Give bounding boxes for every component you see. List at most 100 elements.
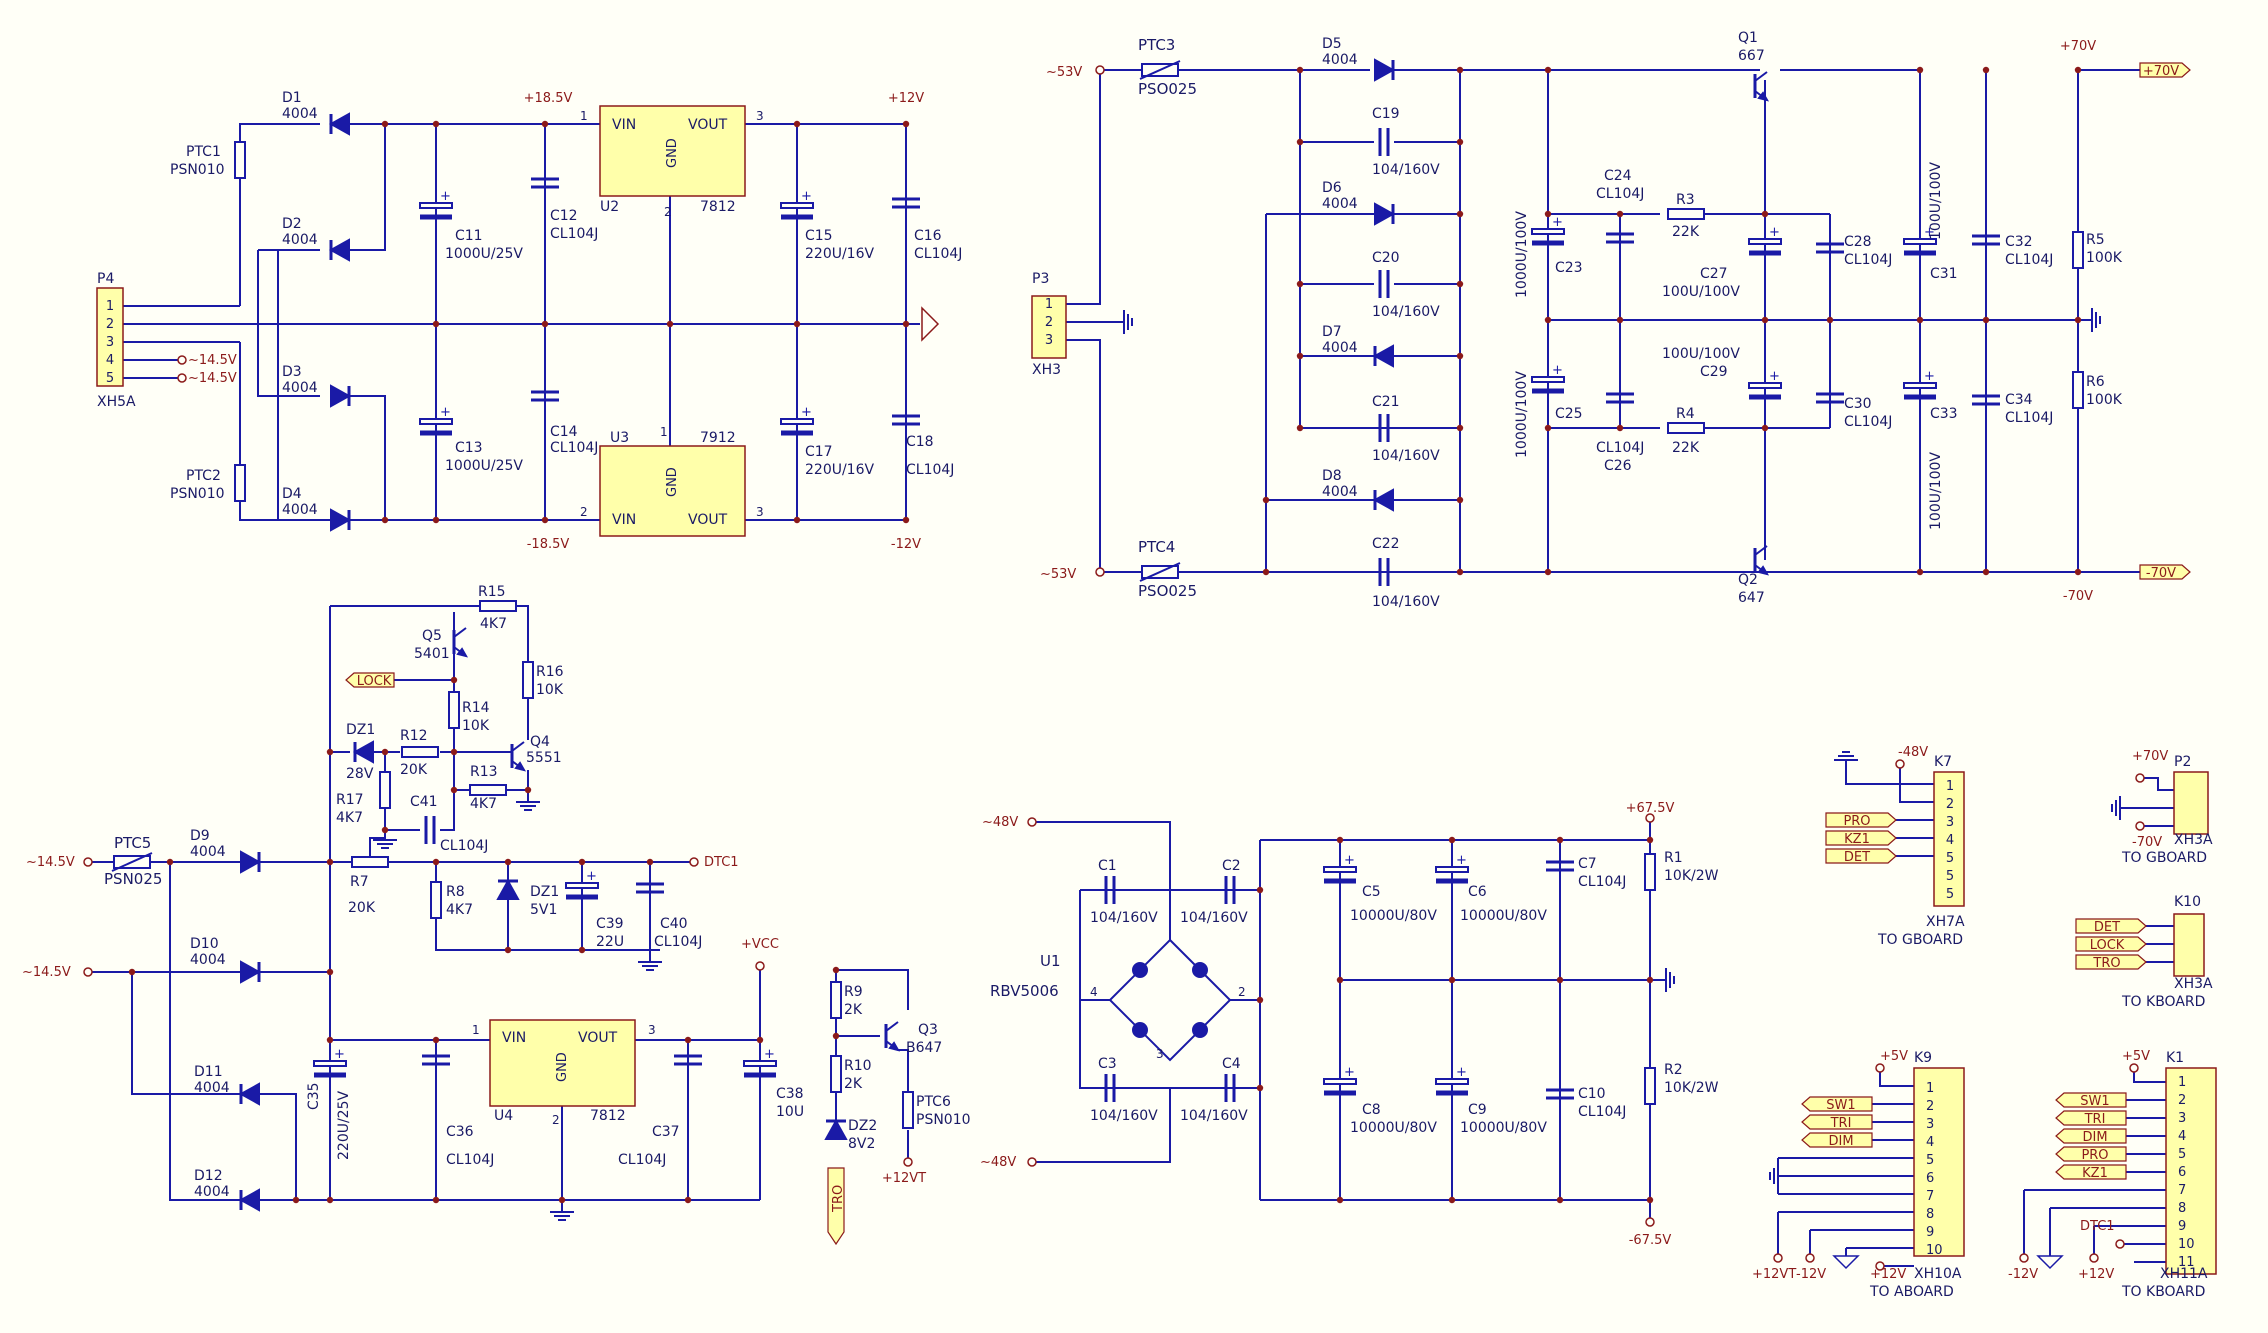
ground-c41	[373, 839, 397, 849]
net-tag-dimb	[2055, 1128, 2127, 1144]
cap-c9: +	[1435, 1065, 1469, 1096]
label-c22: C22	[1372, 536, 1400, 552]
label-r15v: 4K7	[480, 616, 507, 632]
junction-dot-20	[1296, 280, 1304, 288]
label-d7: D7	[1322, 324, 1342, 340]
label-p5a: +5V	[1880, 1049, 1908, 1064]
label-c17v: 220U/16V	[805, 462, 875, 478]
label-pos70tag: +70V	[2143, 64, 2179, 79]
label-ptc1v: PSN010	[170, 162, 225, 178]
cap-c30	[1816, 392, 1844, 404]
cap-c16	[892, 197, 920, 209]
net-tag-pro	[1825, 812, 1897, 828]
junction-dot-59	[128, 968, 136, 976]
wire-119	[1899, 768, 1934, 803]
svg-text:+: +	[801, 189, 812, 204]
label-p2: P2	[2174, 754, 2191, 770]
junction-dot-56	[381, 826, 389, 834]
k1-pin-1: 1	[2178, 1075, 2186, 1090]
label-c22v: 104/160V	[1372, 594, 1440, 610]
label-k10: K10	[2174, 894, 2201, 910]
label-n2: 2	[552, 1113, 560, 1127]
label-c32: C32	[2005, 234, 2033, 250]
label-pos12: +12V	[888, 91, 924, 106]
label-r5: R5	[2086, 232, 2105, 248]
transistor-q2	[1753, 545, 1770, 576]
label-det2: DET	[2094, 920, 2120, 935]
cap-c18	[892, 414, 920, 426]
junction-dot-53	[450, 786, 458, 794]
label-p3_3: 3	[1045, 333, 1053, 348]
label-d3v: 4004	[282, 380, 318, 396]
label-c1: C1	[1098, 858, 1117, 874]
ground-k7	[1834, 751, 1858, 761]
label-n1: 1	[580, 109, 588, 123]
label-tro2: TRO	[2092, 956, 2120, 971]
ground-p3	[1123, 310, 1133, 334]
svg-text:+: +	[1924, 369, 1935, 384]
net-tag-det2	[2075, 918, 2147, 934]
terminal-p2-pos	[2135, 773, 2145, 783]
net-tag-kz1	[1825, 830, 1897, 846]
cap-c36	[422, 1054, 450, 1066]
junction-dot-63	[432, 858, 440, 866]
terminal-neg675	[1645, 1217, 1655, 1227]
svg-text:+: +	[440, 189, 451, 204]
label-u4: 4	[1090, 985, 1098, 999]
label-tri: TRI	[1830, 1116, 1852, 1131]
junction-dot-69	[326, 1036, 334, 1044]
terminal-k1-5v	[2129, 1063, 2139, 1073]
net-tag-tri	[1801, 1114, 1873, 1130]
junction-dot-1	[381, 516, 389, 524]
components: +++++++++++++++++	[83, 58, 2217, 1275]
wire-84	[169, 862, 240, 1201]
cap-c35: +	[313, 1047, 347, 1078]
label-c13: C13	[455, 440, 483, 456]
label-ac53b: ~53V	[1040, 567, 1076, 582]
label-vout: VOUT	[688, 512, 728, 528]
label-d12v: 4004	[194, 1184, 230, 1200]
junction-dot-62	[292, 1196, 300, 1204]
label-c5v: 10000U/80V	[1350, 908, 1437, 924]
junction-dot-45	[1616, 424, 1624, 432]
label-k7gnd: -48V	[1898, 745, 1928, 760]
junction-dot-34	[1544, 316, 1552, 324]
label-r6: R6	[2086, 374, 2105, 390]
junction-dot-15	[1296, 66, 1304, 74]
terminal-ac48a	[1027, 817, 1037, 827]
diode-d9	[240, 850, 262, 874]
label-p5b: +5V	[2122, 1049, 2150, 1064]
label-u3: U3	[610, 430, 629, 446]
svg-text:+: +	[764, 1047, 775, 1062]
label-c28v: CL104J	[1844, 252, 1892, 268]
label-p4_5: 5	[1946, 851, 1954, 866]
label-r1: R1	[1664, 850, 1683, 866]
label-k9: K9	[1914, 1050, 1932, 1066]
label-u3: 3	[1156, 1047, 1164, 1061]
ptc6	[902, 1091, 914, 1129]
label-d1v: 4004	[282, 106, 318, 122]
wire-118	[1845, 760, 1934, 785]
cap-c7	[1546, 860, 1574, 872]
wire-145	[2133, 1072, 2166, 1083]
terminal-ac53b	[1095, 567, 1105, 577]
ptc2	[234, 464, 246, 502]
junction-dot-61	[326, 968, 334, 976]
label-r7v: 20K	[348, 900, 376, 916]
labels: P4XH5A12345~14.5V~14.5VPTC1PSN010PTC2PSN…	[22, 30, 2213, 1300]
cap-c13: +	[419, 405, 453, 436]
k9-pin-8: 8	[1926, 1207, 1934, 1222]
label-c6: C6	[1468, 884, 1487, 900]
junction-dot-88	[1556, 976, 1564, 984]
wire-87	[369, 837, 385, 856]
k1-pin-6: 6	[2178, 1165, 2186, 1180]
label-c21v: 104/160V	[1372, 448, 1440, 464]
label-p3: P3	[1032, 271, 1049, 287]
label-c20v: 104/160V	[1372, 304, 1440, 320]
net-tag-dim	[1801, 1132, 1873, 1148]
label-d9v: 4004	[190, 844, 226, 860]
cap-c41	[424, 816, 436, 844]
junction-dot-64	[504, 858, 512, 866]
label-q3: Q3	[918, 1022, 938, 1038]
label-vout: VOUT	[578, 1030, 618, 1046]
